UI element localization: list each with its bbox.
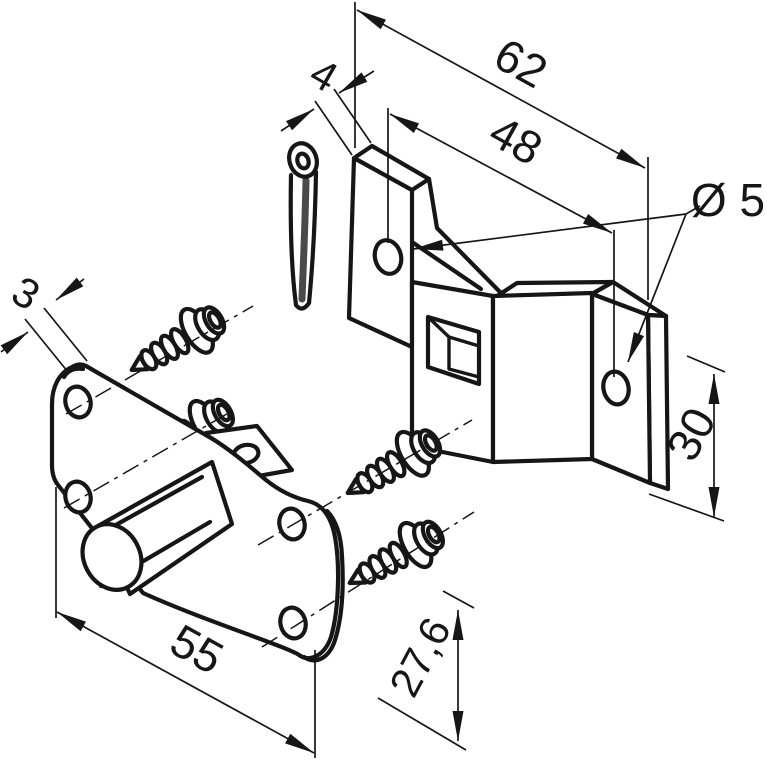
dim-48-label: 48 <box>481 105 551 175</box>
dim-3-label: 3 <box>4 267 48 319</box>
wall-bracket <box>346 143 671 492</box>
bracket-flange-hole <box>601 369 631 407</box>
hex-boss <box>80 459 235 597</box>
cotter-pin <box>287 141 319 311</box>
bracket-bend-outer <box>426 176 503 295</box>
plate-hole-top-left <box>63 384 93 420</box>
screw-bottom-right <box>347 519 445 586</box>
plate-thickness-edge-right <box>301 508 345 663</box>
plate-hole-mid-left <box>63 479 93 515</box>
dimension-3: 3 <box>0 267 88 373</box>
dimension-4: 4 <box>280 49 375 156</box>
bracket-square-hole <box>425 314 482 387</box>
bracket-plate-hole <box>372 238 404 276</box>
dim-27-6-label: 27,6 <box>380 610 460 704</box>
plate-hole-mid-right <box>277 506 307 542</box>
screw-top-left <box>129 305 227 373</box>
dimension-27-6: 27,6 <box>377 590 475 751</box>
dim-dia5-label: Ø 5 <box>691 174 765 226</box>
dimension-hole-diameter: Ø 5 <box>412 174 765 363</box>
plate-thickness-edge-top <box>61 366 86 380</box>
bracket-box-front <box>490 290 595 465</box>
dim-62-label: 62 <box>486 28 556 98</box>
screw-mid-right <box>345 428 443 496</box>
